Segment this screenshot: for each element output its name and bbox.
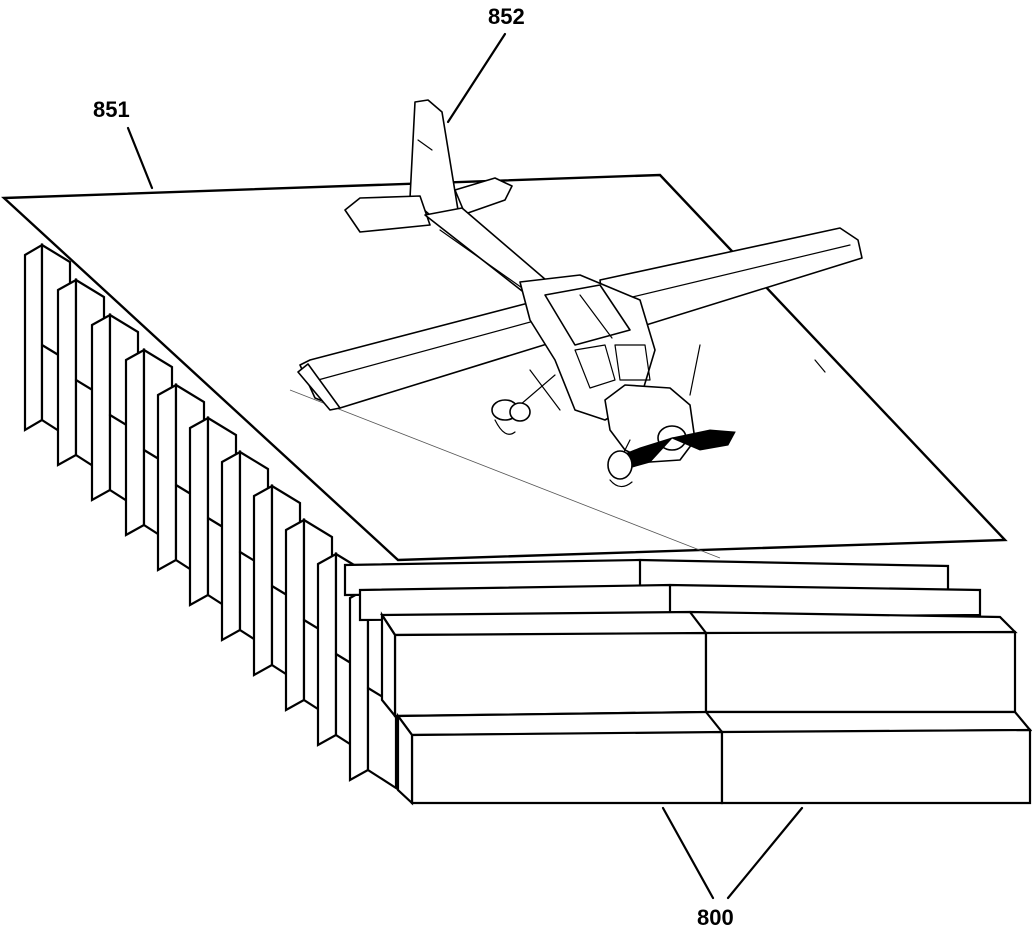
front-block xyxy=(720,728,1032,805)
label-852-group: 852 xyxy=(446,4,525,124)
front-block xyxy=(393,631,708,718)
label-800: 800 xyxy=(697,905,734,930)
leader-line-851 xyxy=(126,126,154,190)
shadow-line xyxy=(289,389,721,559)
aircraft xyxy=(297,99,863,488)
leader-line-800-right xyxy=(726,806,804,900)
leader-line-800-left xyxy=(661,806,715,900)
front-block xyxy=(410,730,724,805)
label-851: 851 xyxy=(93,97,130,122)
sheet-tick xyxy=(814,359,826,373)
front-block-side xyxy=(380,611,397,720)
front-block-rows xyxy=(343,558,1032,806)
leader-line-852 xyxy=(446,32,507,124)
front-block xyxy=(704,630,1017,714)
label-852: 852 xyxy=(488,4,525,29)
side-block-stack xyxy=(23,243,398,791)
label-800-group: 800 xyxy=(661,806,804,930)
front-block-side xyxy=(396,712,414,806)
label-851-group: 851 xyxy=(93,97,154,190)
